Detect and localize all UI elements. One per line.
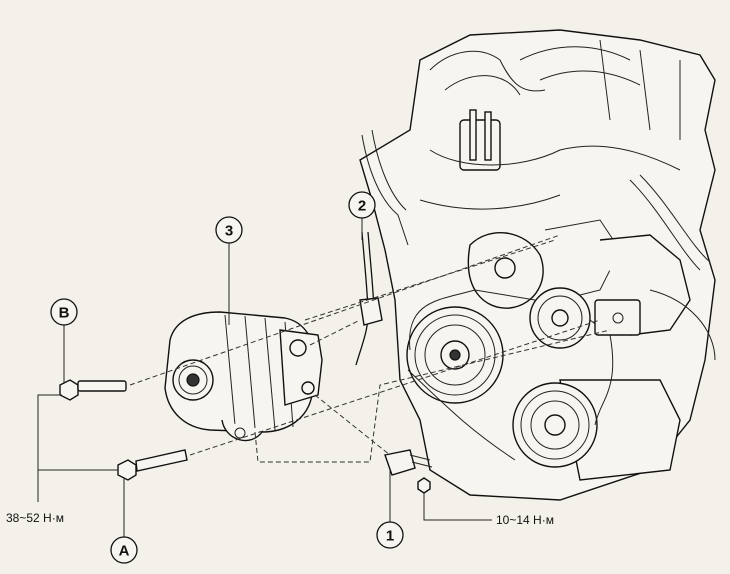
svg-text:2: 2 xyxy=(358,198,366,215)
callout-a: A xyxy=(110,536,138,564)
wire-harness xyxy=(355,231,383,366)
terminal-connector xyxy=(384,449,433,494)
idler-pulley xyxy=(529,287,591,349)
svg-text:1: 1 xyxy=(386,528,394,545)
callout-2: 2 xyxy=(348,191,376,219)
callout-b: B xyxy=(50,298,78,326)
svg-text:A: A xyxy=(119,543,130,560)
alternator xyxy=(164,311,323,442)
alternator-bracket xyxy=(594,299,641,336)
callout-3: 3 xyxy=(215,216,243,244)
bolt-a xyxy=(117,449,188,481)
callout-1: 1 xyxy=(376,521,404,549)
crankshaft-pulley xyxy=(406,306,504,404)
torque-label-bolts: 38~52 Н·м xyxy=(6,511,64,525)
drive-belt xyxy=(407,289,614,461)
ac-compressor xyxy=(512,379,681,481)
assembly-lines xyxy=(129,234,611,463)
torque-label-nut: 10~14 Н·м xyxy=(496,513,554,527)
svg-text:3: 3 xyxy=(225,223,233,240)
bolt-b xyxy=(59,379,127,401)
svg-text:B: B xyxy=(59,305,70,322)
leader-lines xyxy=(37,218,492,538)
